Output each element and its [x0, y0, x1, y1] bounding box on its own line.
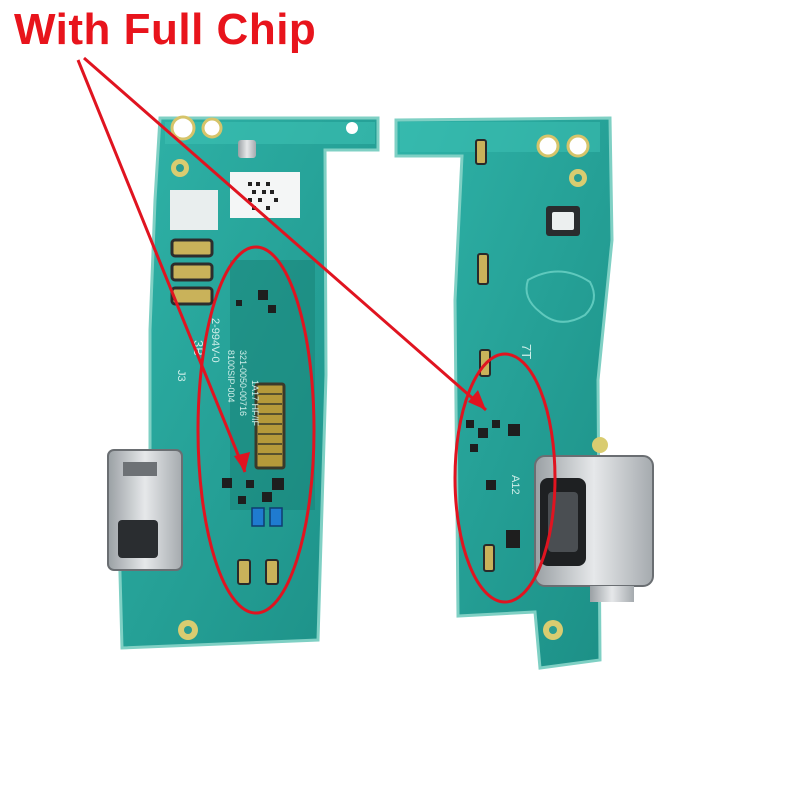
pointer-line-left	[76, 59, 247, 473]
left-smd-components	[222, 290, 284, 504]
right-smd-components	[466, 420, 520, 548]
left-silk-hf: 1A17 HF/IF	[250, 380, 260, 427]
right-pad-ring-1-inner	[574, 174, 582, 182]
arrowhead-left	[234, 452, 250, 472]
left-gold-pads	[237, 559, 279, 585]
pointer-line-right	[83, 56, 487, 412]
left-blue-capacitors	[251, 507, 283, 527]
left-silk-j3: J3	[175, 370, 187, 382]
left-mount-hole-1	[170, 115, 196, 141]
left-usbc-port	[107, 449, 183, 571]
left-pad-ring-2-inner	[184, 626, 192, 634]
left-antenna-connector	[238, 140, 256, 158]
left-silkscreen: 3B 2-994V-0 8100SIP-004 321-0050-00716 J…	[175, 318, 260, 427]
annotations	[76, 56, 557, 615]
right-microphone-top	[552, 212, 574, 230]
left-highlight-ellipse	[196, 245, 316, 615]
left-silk-part: 2-994V-0	[209, 318, 221, 363]
right-silk-logo	[525, 270, 595, 323]
left-connector-pins	[258, 393, 282, 455]
left-board-top-strip	[165, 122, 375, 144]
right-usbc-port	[534, 455, 654, 602]
right-pad-ring-3	[592, 437, 608, 453]
right-pad-ring-2-inner	[549, 626, 557, 634]
right-silk-a12: A12	[509, 475, 521, 495]
right-silk-7t: 7T	[519, 344, 534, 359]
caption-title: With Full Chip	[14, 5, 317, 54]
right-mount-hole-2	[566, 134, 590, 158]
left-mount-hole-2	[201, 117, 223, 139]
left-white-pad	[170, 190, 218, 230]
left-pcb-board: 3B 2-994V-0 8100SIP-004 321-0050-00716 J…	[107, 115, 380, 650]
right-mount-hole-1	[536, 134, 560, 158]
right-silkscreen: 7T A12	[509, 344, 534, 495]
right-highlight-ellipse	[453, 352, 557, 604]
left-silk-code2: 321-0050-00716	[238, 350, 248, 416]
arrowhead-right	[468, 390, 486, 410]
left-mount-hole-3	[346, 122, 358, 134]
right-pcb-board: 7T A12	[394, 116, 654, 670]
left-spring-contacts	[170, 238, 214, 306]
left-pad-ring-1-inner	[176, 164, 184, 172]
left-board-connector	[254, 382, 286, 470]
left-silk-code1: 8100SIP-004	[226, 350, 236, 403]
